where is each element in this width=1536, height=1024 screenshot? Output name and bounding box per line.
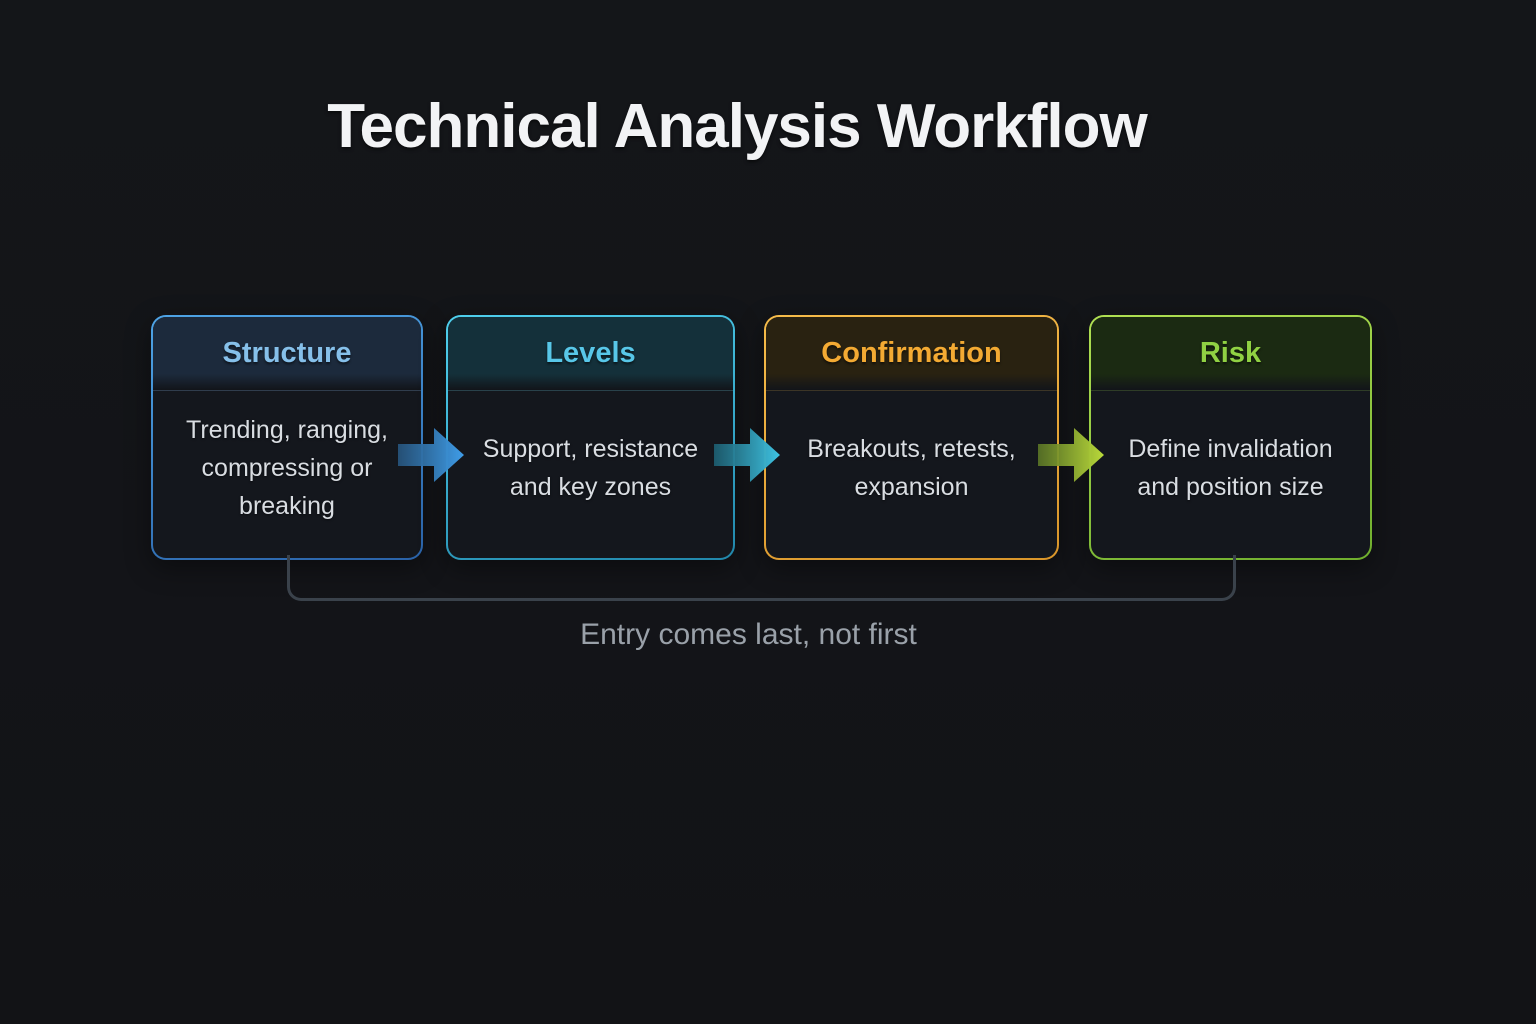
arrow-right-icon-confirmation-to-risk xyxy=(1038,428,1104,482)
caption: Entry comes last, not first xyxy=(580,618,917,651)
step-description-levels: Support, resistance and key zones xyxy=(482,434,699,501)
step-title-confirmation: Confirmation xyxy=(766,317,1057,391)
arrow-right-icon-structure-to-levels xyxy=(398,428,464,482)
step-title-structure: Structure xyxy=(153,317,421,391)
step-card-structure: Structure Trending, ranging, compressing… xyxy=(151,315,423,560)
step-description-confirmation: Breakouts, retests, expansion xyxy=(807,434,1016,501)
step-description-risk: Define invalidation and position size xyxy=(1128,434,1333,501)
step-card-risk-inner: Risk Define invalidation and position si… xyxy=(1091,317,1370,558)
step-description-structure: Trending, ranging, compressing or breaki… xyxy=(186,415,388,520)
step-title-risk: Risk xyxy=(1091,317,1370,391)
arrow-right-icon-levels-to-confirmation xyxy=(714,428,780,482)
step-card-levels: Levels Support, resistance and key zones xyxy=(446,315,735,560)
step-card-confirmation: Confirmation Breakouts, retests, expansi… xyxy=(764,315,1059,560)
step-card-confirmation-inner: Confirmation Breakouts, retests, expansi… xyxy=(766,317,1057,558)
step-card-structure-inner: Structure Trending, ranging, compressing… xyxy=(153,317,421,558)
step-title-levels: Levels xyxy=(448,317,733,391)
connector-bracket xyxy=(287,555,1236,601)
step-card-levels-inner: Levels Support, resistance and key zones xyxy=(448,317,733,558)
page-title: Technical Analysis Workflow xyxy=(327,92,1147,161)
step-card-risk: Risk Define invalidation and position si… xyxy=(1089,315,1372,560)
